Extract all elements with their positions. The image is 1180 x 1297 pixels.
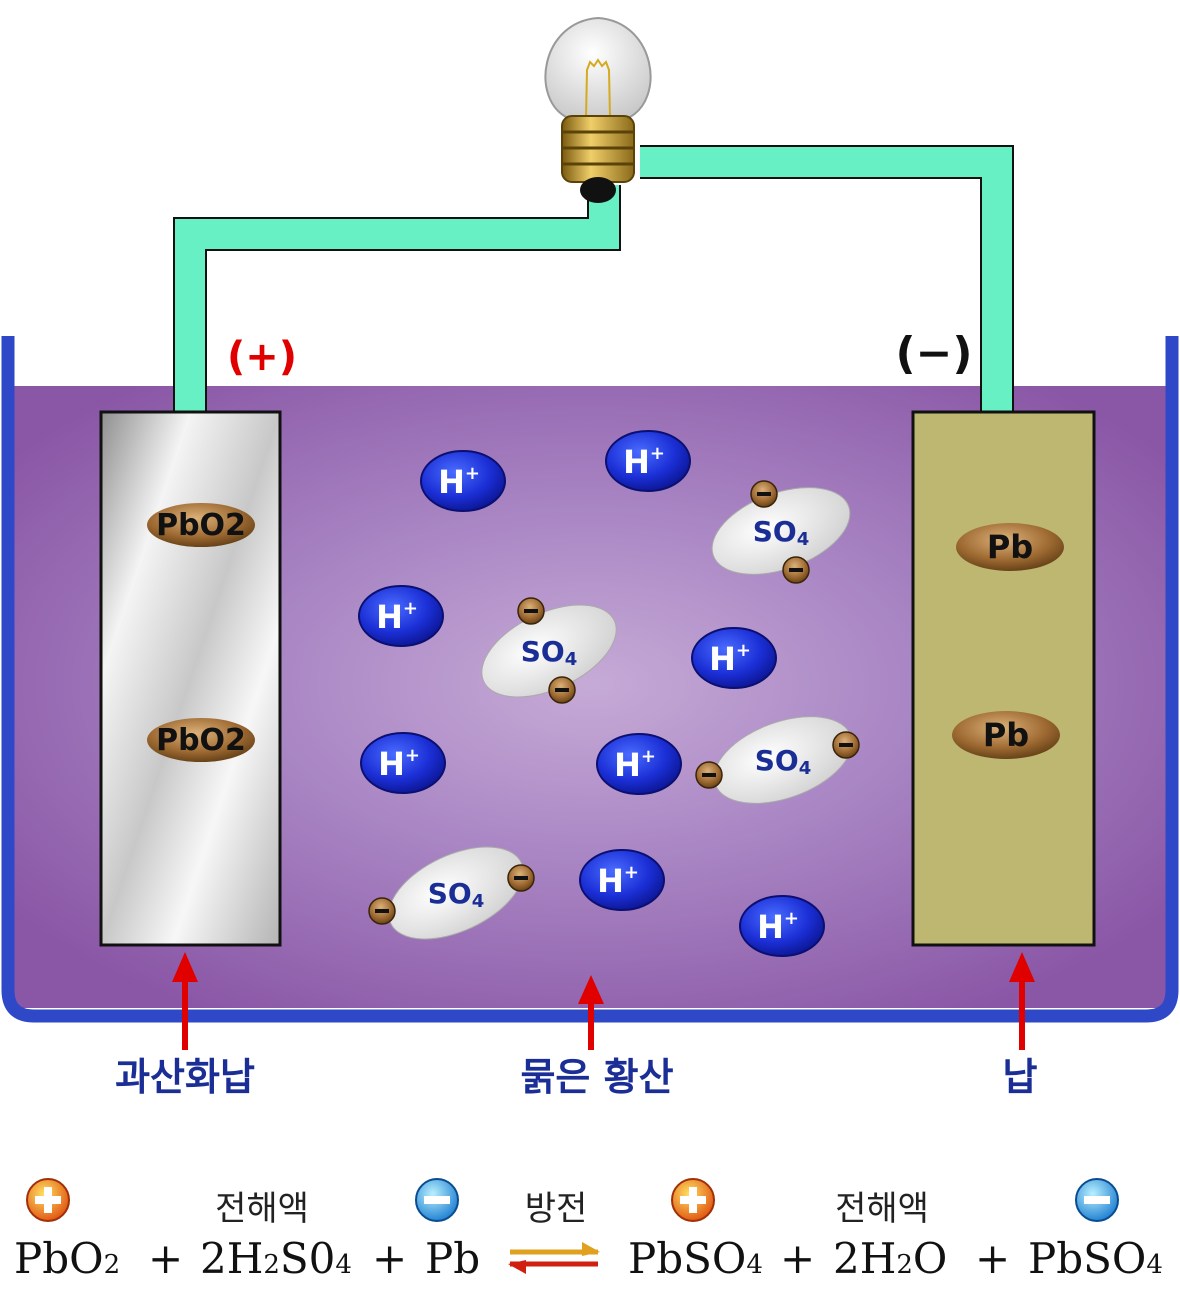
svg-text:PbO2: PbO2	[156, 723, 246, 758]
electrolyte-note-right: 전해액	[835, 1189, 929, 1229]
hydrogen-ion: H+	[596, 733, 682, 795]
minus-charge-icon	[1075, 1178, 1119, 1222]
arrow-electrolyte	[578, 975, 604, 1050]
reaction-equation: 전해액 방전 전해액 PbO2 + 2H2S04 + Pb PbSO4 + 2H…	[14, 1178, 1163, 1283]
sulfate-ion: SO4	[711, 480, 851, 584]
label-negative-plate: 납	[1003, 1055, 1038, 1099]
reactant-pbo2: PbO	[14, 1234, 104, 1283]
svg-text:Pb: Pb	[983, 716, 1029, 754]
plus-sign: +	[372, 1234, 407, 1283]
negative-charge-icon	[750, 480, 778, 508]
sulfate-ion: SO4	[368, 846, 535, 940]
negative-charge-icon	[507, 864, 535, 892]
label-positive-plate: 과산화납	[115, 1055, 255, 1099]
svg-text:H+: H+	[623, 443, 665, 481]
negative-charge-icon	[832, 731, 860, 759]
hydrogen-ion: H+	[420, 450, 506, 512]
svg-text:H+: H+	[757, 908, 799, 946]
sulfate-ion: SO4	[481, 597, 617, 704]
plus-charge-icon	[26, 1178, 70, 1222]
negative-charge-icon	[517, 597, 545, 625]
reactant-pb: Pb	[425, 1234, 480, 1283]
pb-molecule: Pb	[956, 523, 1064, 571]
plus-charge-icon	[671, 1178, 715, 1222]
plus-sign: +	[148, 1234, 183, 1283]
light-bulb-icon	[544, 16, 652, 203]
arrow-positive-plate	[172, 952, 198, 1050]
svg-text:SO4: SO4	[428, 877, 485, 912]
arrow-negative-plate	[1009, 952, 1035, 1050]
pb-molecule: Pb	[952, 711, 1060, 759]
hydrogen-ion: H+	[360, 732, 446, 794]
label-arrows	[172, 952, 1035, 1050]
negative-electrode-pb: Pb Pb	[911, 410, 1096, 947]
reactant-h2so4: 2H	[200, 1234, 263, 1283]
product-pbso4: PbSO	[628, 1234, 746, 1283]
plus-sign: +	[975, 1234, 1010, 1283]
negative-charge-icon	[368, 897, 396, 925]
hydrogen-ion: H+	[605, 430, 691, 492]
hydrogen-ion: H+	[579, 849, 665, 911]
negative-charge-icon	[695, 761, 723, 789]
minus-charge-icon	[415, 1178, 459, 1222]
sulfate-ion: SO4	[695, 716, 860, 804]
negative-charge-icon	[548, 676, 576, 704]
discharge-note: 방전	[525, 1189, 588, 1229]
hydrogen-ion: H+	[691, 627, 777, 689]
negative-terminal-sign: (−)	[895, 328, 972, 379]
product-h2o: 2H	[833, 1234, 896, 1283]
electrolyte-note-left: 전해액	[215, 1189, 309, 1229]
hydrogen-ion: H+	[358, 585, 444, 647]
label-electrolyte: 묽은 황산	[520, 1055, 673, 1099]
plus-sign: +	[780, 1234, 815, 1283]
positive-electrode-pbo2: PbO2 PbO2	[99, 410, 282, 947]
pbo2-molecule: PbO2	[147, 718, 255, 762]
positive-terminal-sign: (+)	[227, 334, 297, 380]
pbo2-molecule: PbO2	[147, 503, 255, 547]
svg-text:Pb: Pb	[987, 528, 1033, 566]
product-pbso4: PbSO	[1028, 1234, 1146, 1283]
equation-line: PbO2 + 2H2S04 + Pb PbSO4 + 2H2O + PbSO4	[14, 1234, 1163, 1283]
svg-text:PbO2: PbO2	[156, 508, 246, 543]
circuit-wire	[173, 145, 1014, 414]
reversible-reaction-arrow-icon	[508, 1242, 600, 1274]
negative-charge-icon	[782, 556, 810, 584]
hydrogen-ion: H+	[739, 895, 825, 957]
